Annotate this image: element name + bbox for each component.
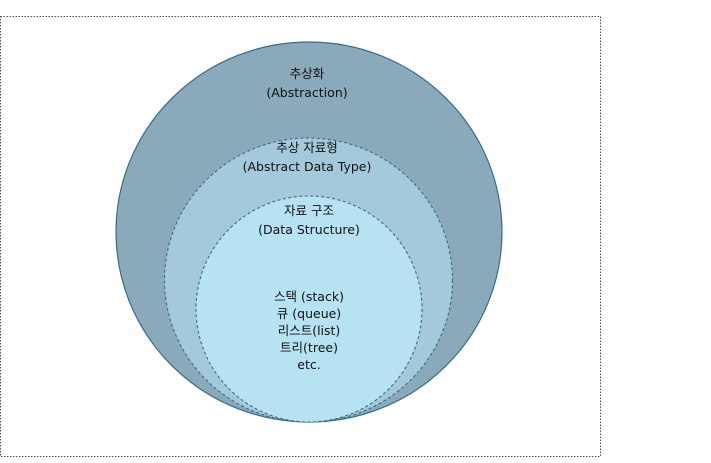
example-stack: 스택 (stack) — [274, 289, 344, 304]
example-etc: etc. — [297, 357, 320, 372]
example-tree: 트리(tree) — [280, 340, 338, 355]
abstraction-subtitle: (Abstraction) — [266, 85, 347, 100]
data-structure-title: 자료 구조 — [284, 203, 334, 218]
example-queue: 큐 (queue) — [277, 306, 341, 321]
adt-title: 추상 자료형 — [276, 140, 337, 155]
diagram-frame — [0, 16, 601, 457]
data-structure-subtitle: (Data Structure) — [258, 222, 360, 237]
data-structure-circle — [195, 195, 423, 423]
adt-subtitle: (Abstract Data Type) — [243, 159, 372, 174]
example-list: 리스트(list) — [278, 323, 341, 338]
abstraction-title: 추상화 — [290, 66, 325, 81]
